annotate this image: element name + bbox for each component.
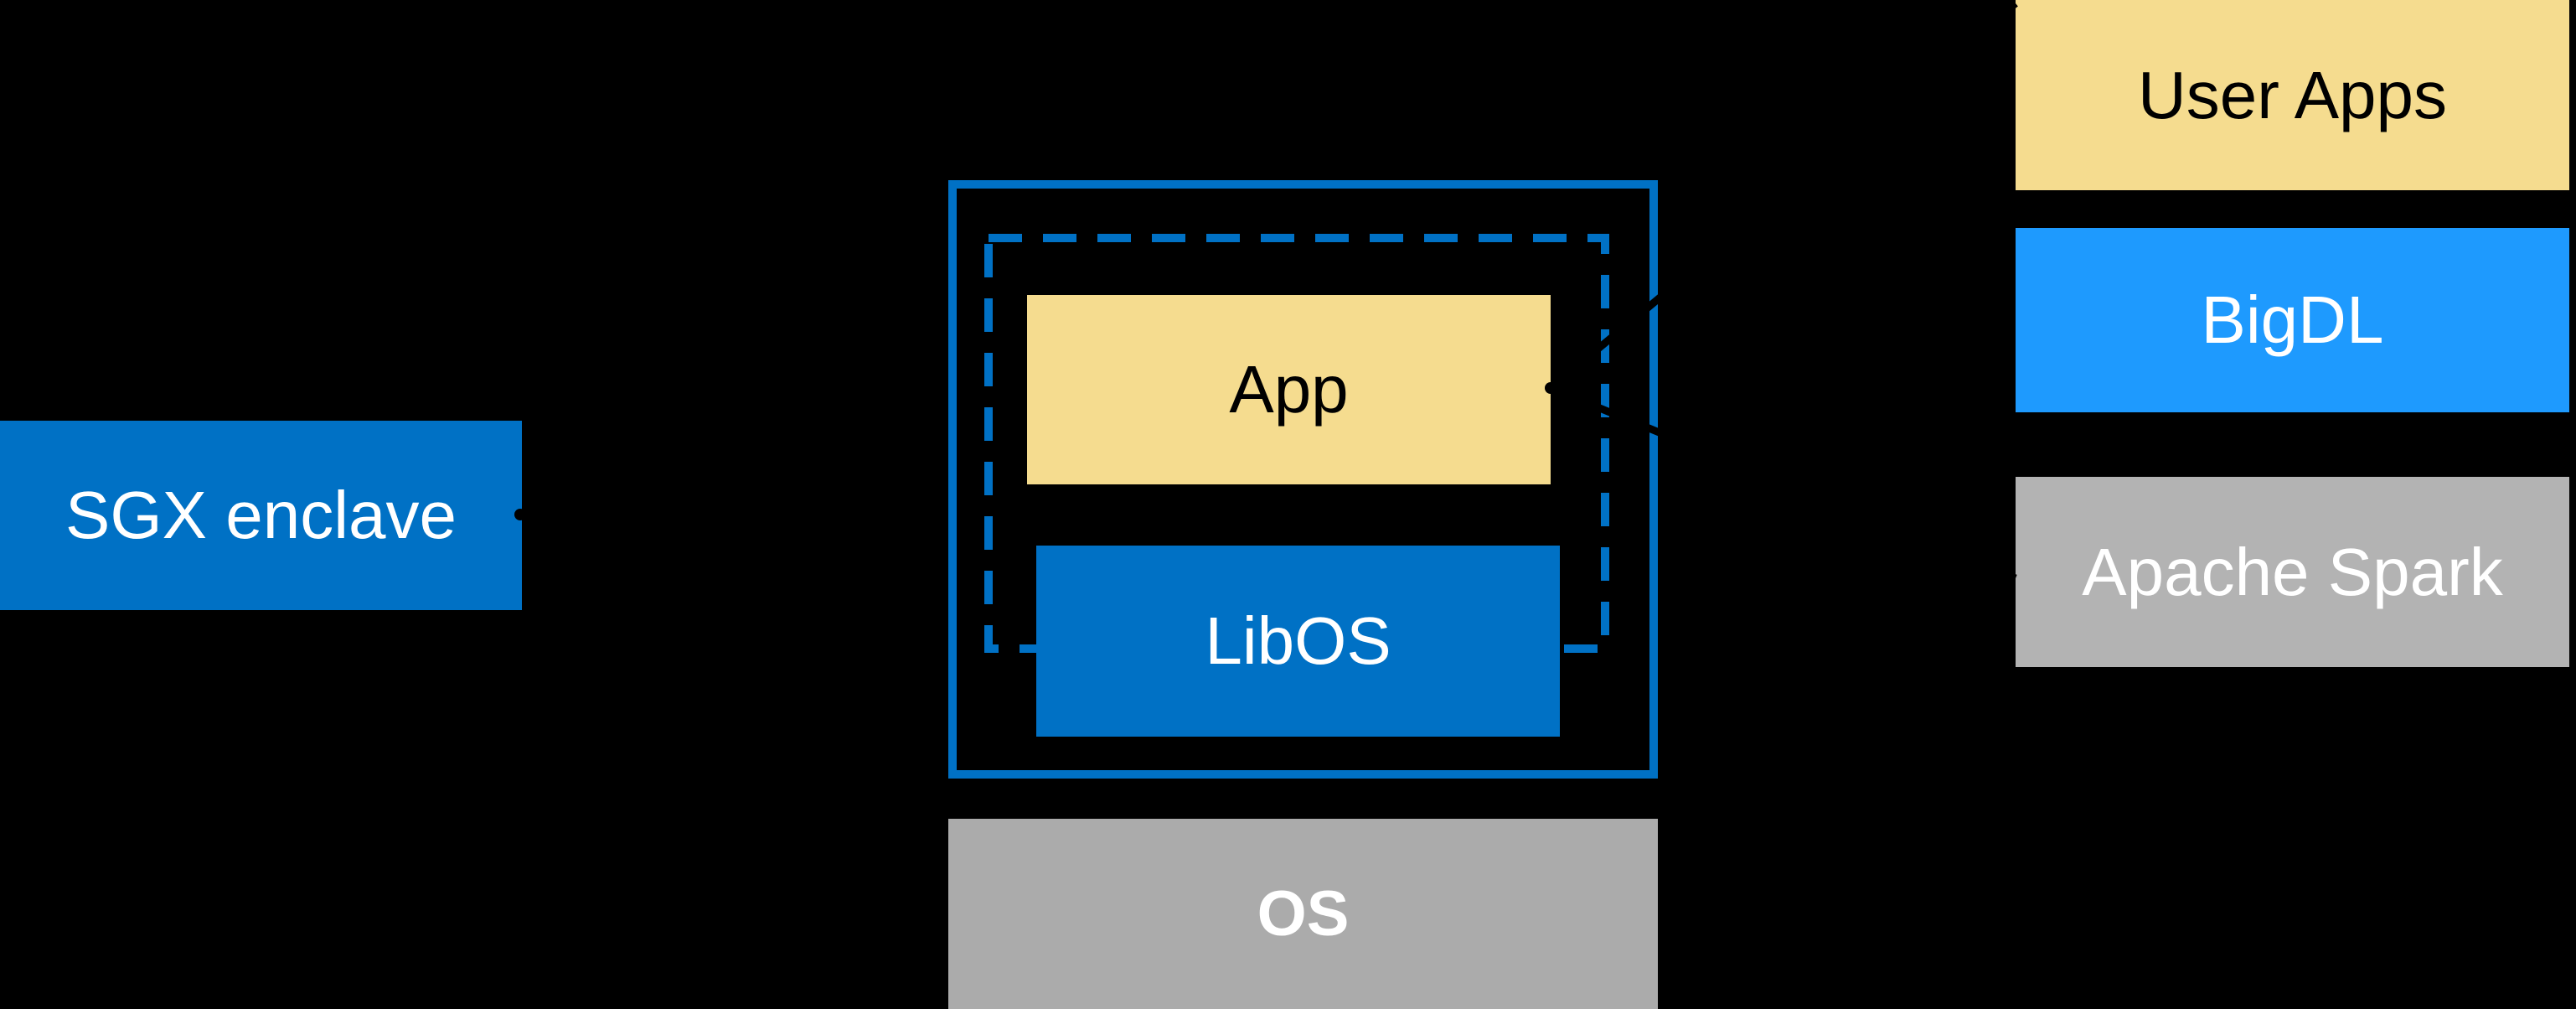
libos-label: LibOS: [1205, 603, 1391, 678]
os-label: OS: [1257, 877, 1350, 949]
app-label: App: [1229, 352, 1349, 427]
libos-box: LibOS: [1036, 546, 1560, 737]
sgx-enclave-label: SGX enclave: [65, 478, 457, 552]
stack-to-app-lower-line: [1549, 384, 2017, 582]
sgx-enclave-label-box: SGX enclave: [0, 421, 522, 610]
app-box: App: [1027, 295, 1551, 484]
stack-to-app-upper-line: [1548, 0, 2018, 391]
apache-spark-box: Apache Spark: [2016, 477, 2569, 667]
bigdl-box: BigDL: [2016, 228, 2569, 412]
apache-spark-label: Apache Spark: [2082, 534, 2503, 609]
os-box: OS: [948, 819, 1658, 1009]
user-apps-box: User Apps: [2016, 0, 2569, 190]
user-apps-label: User Apps: [2137, 57, 2448, 132]
bigdl-label: BigDL: [2201, 282, 2384, 357]
